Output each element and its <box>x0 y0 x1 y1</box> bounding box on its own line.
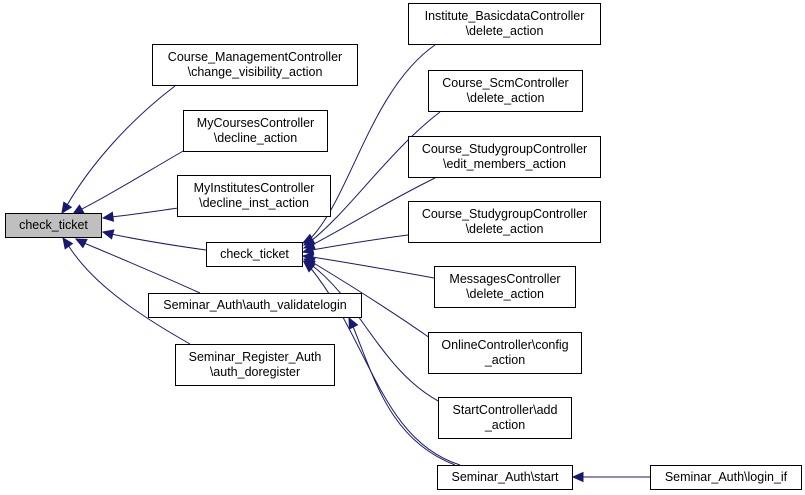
edge-course-mgmt-to-root <box>61 85 176 215</box>
node-mycourses-controller[interactable]: MyCoursesController \decline_action <box>183 110 328 152</box>
node-label-line2: \delete_action <box>465 24 544 38</box>
node-course-scm-controller[interactable]: Course_ScmController \delete_action <box>428 70 583 112</box>
node-label-line2: \decline_action <box>213 131 298 145</box>
node-label-line1: Course_StudygroupController <box>421 142 588 156</box>
node-label: Seminar_Auth\start <box>451 470 559 484</box>
node-label-line2: _action <box>484 418 526 432</box>
node-check-ticket[interactable]: check_ticket <box>206 242 303 267</box>
edge-loginif-to-start <box>571 471 650 483</box>
node-seminar-register-auth[interactable]: Seminar_Register_Auth \auth_doregister <box>175 344 335 386</box>
node-label-line2: \change_visibility_action <box>187 65 323 79</box>
node-myinstitutes-controller[interactable]: MyInstitutesController \decline_inst_act… <box>177 175 331 217</box>
arrowhead <box>101 211 115 222</box>
edge-check-ticket-to-root <box>101 229 207 251</box>
node-label: Seminar_Auth\login_if <box>664 470 788 484</box>
node-institute-basicdata-controller[interactable]: Institute_BasicdataController \delete_ac… <box>408 3 601 45</box>
node-label-line2: _action <box>484 353 526 367</box>
arrowhead <box>571 471 584 483</box>
node-label-line1: MyCoursesController <box>196 116 315 130</box>
node-label-line1: Course_ScmController <box>442 76 569 90</box>
node-label: check_ticket <box>19 218 88 232</box>
arrowhead <box>61 201 73 215</box>
node-course-studygroup-delete[interactable]: Course_StudygroupController \delete_acti… <box>408 201 601 243</box>
arrowhead <box>348 316 359 330</box>
arrowhead <box>74 238 88 249</box>
edge-mycourses-to-root <box>71 149 186 215</box>
node-course-studygroup-edit-members[interactable]: Course_StudygroupController \edit_member… <box>408 136 601 178</box>
node-label-line1: MyInstitutesController <box>193 181 315 195</box>
edge-validatelogin-to-root <box>74 238 201 294</box>
node-label-line1: Institute_BasicdataController <box>424 9 585 23</box>
node-label-line2: \auth_doregister <box>209 365 301 379</box>
node-label: Seminar_Auth\auth_validatelogin <box>163 298 347 312</box>
node-label-line2: \delete_action <box>466 287 544 301</box>
node-label-line1: OnlineController\config <box>441 338 569 352</box>
edge-register-to-root <box>62 237 191 345</box>
node-online-controller-config[interactable]: OnlineController\config _action <box>428 332 582 374</box>
node-label-line2: \decline_inst_action <box>199 196 309 210</box>
node-label-line1: StartController\add <box>452 403 558 417</box>
node-messages-controller[interactable]: MessagesController \delete_action <box>434 266 576 308</box>
arrowhead <box>62 237 74 250</box>
node-seminar-auth-login-if[interactable]: Seminar_Auth\login_if <box>650 465 802 490</box>
node-label: check_ticket <box>220 247 289 261</box>
edge-start-to-validatelogin <box>348 316 456 466</box>
node-label-line1: Course_ManagementController <box>167 50 343 64</box>
edge-myinstitutes-to-root <box>101 207 179 222</box>
edge-studygroup-delete-to-check <box>301 234 409 255</box>
node-label-line2: \delete_action <box>466 91 545 105</box>
node-check-ticket-root: check_ticket <box>5 213 102 238</box>
node-seminar-auth-validatelogin[interactable]: Seminar_Auth\auth_validatelogin <box>148 293 362 318</box>
node-label-line1: Course_StudygroupController <box>421 207 588 221</box>
node-label-line2: \edit_members_action <box>443 157 566 171</box>
node-label-line1: MessagesController <box>449 272 561 286</box>
node-label-line1: Seminar_Register_Auth <box>188 350 322 364</box>
node-start-controller-add[interactable]: StartController\add _action <box>438 397 572 439</box>
node-label-line2: \delete_action <box>465 222 544 236</box>
node-seminar-auth-start[interactable]: Seminar_Auth\start <box>437 465 573 490</box>
node-course-management-controller[interactable]: Course_ManagementController \change_visi… <box>152 44 358 86</box>
